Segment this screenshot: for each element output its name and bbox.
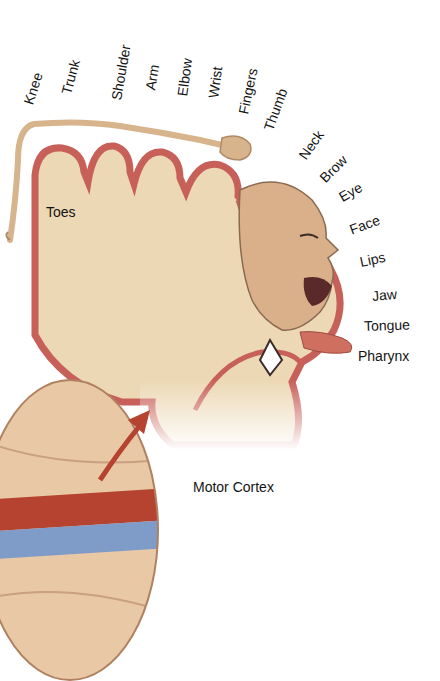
homunculus-head xyxy=(239,182,338,330)
body-part-label: Elbow xyxy=(174,57,195,97)
body-part-label: Fingers xyxy=(235,67,260,116)
pointer-arrow xyxy=(100,428,138,480)
brain-top-view xyxy=(0,380,170,680)
body-part-label: Trunk xyxy=(58,58,83,96)
body-part-label: Eye xyxy=(336,179,365,205)
caption: Motor Cortex xyxy=(193,479,274,495)
body-part-label: Toes xyxy=(46,204,76,220)
body-part-label: Brow xyxy=(316,152,350,186)
body-part-label: Jaw xyxy=(371,286,397,304)
homunculus-body xyxy=(10,122,226,240)
body-part-label: Tongue xyxy=(364,316,410,334)
body-part-label: Thumb xyxy=(260,86,290,132)
body-part-label: Shoulder xyxy=(108,43,133,101)
body-part-label: Lips xyxy=(358,249,386,270)
body-part-label: Pharynx xyxy=(358,348,409,364)
homunculus-hand xyxy=(220,136,251,160)
body-part-label: Face xyxy=(347,212,382,238)
body-part-label: Neck xyxy=(295,127,326,162)
body-part-label: Knee xyxy=(20,70,45,106)
body-part-label: Wrist xyxy=(205,66,225,100)
body-part-label: Arm xyxy=(142,63,162,91)
homunculus-tongue xyxy=(300,332,352,354)
